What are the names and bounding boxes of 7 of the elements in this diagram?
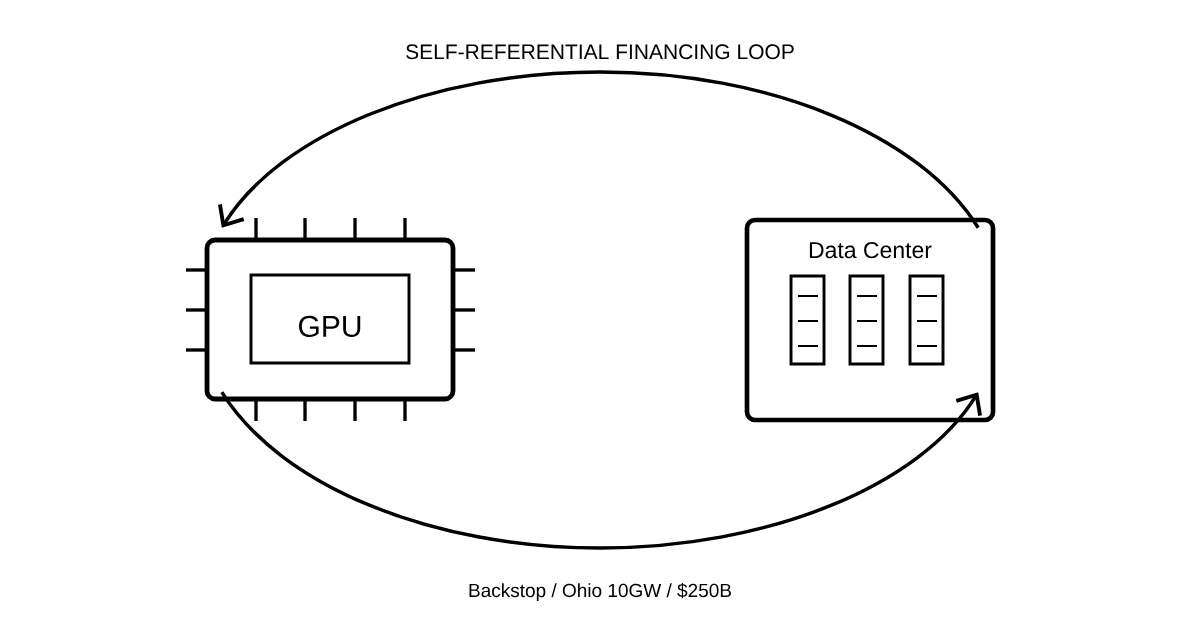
die-box: GPU — [249, 273, 411, 365]
curved-arrow — [220, 391, 982, 550]
chip — [186, 218, 475, 421]
title: SELF-REFERENTIAL FINANCING LOOP — [406, 44, 794, 60]
caption: Backstop / Ohio 10GW / $250B — [469, 582, 731, 601]
curved-arrow — [218, 70, 980, 229]
data-center-box: Data Center — [744, 217, 996, 423]
